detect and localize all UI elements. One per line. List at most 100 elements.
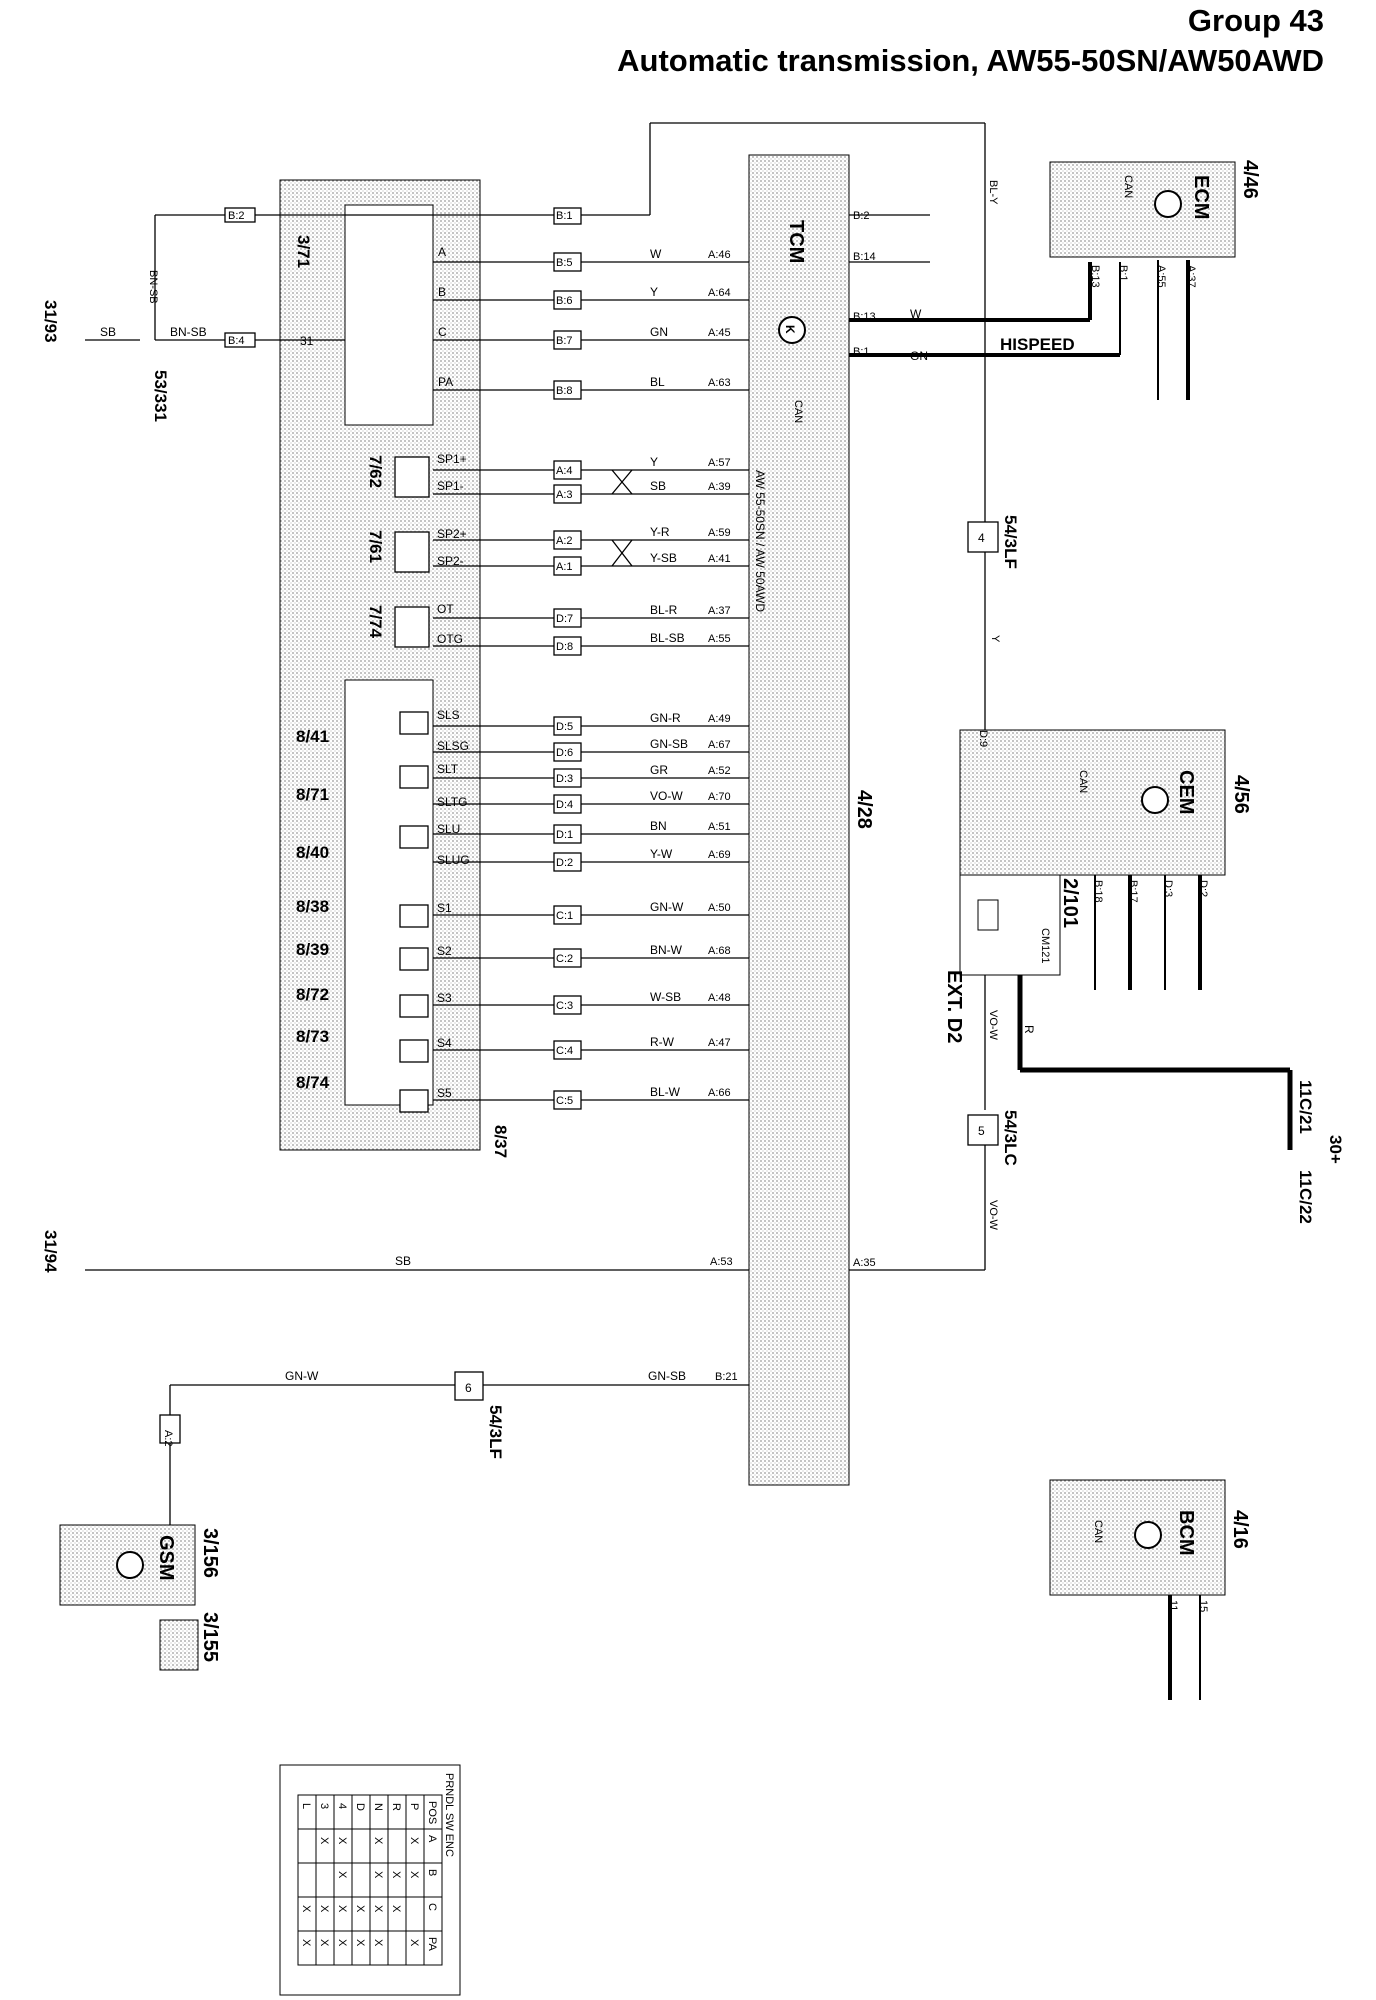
- table-cell: [315, 1862, 335, 1898]
- solenoid-pin: SLSG: [437, 739, 469, 753]
- tcm-k-icon: [778, 316, 806, 344]
- table-cell-value: 3: [318, 1803, 330, 1809]
- solenoid-8/73: [399, 1039, 429, 1063]
- table-cell: [315, 1828, 335, 1864]
- tcm-pin-label: A:47: [708, 1037, 731, 1049]
- tcm-top-pin: B:13: [853, 311, 876, 323]
- ecm-pin: B:13: [1089, 265, 1101, 288]
- tcm-pin-label: A:59: [708, 527, 731, 539]
- connector-label: D:3: [556, 773, 573, 785]
- gsm-name: GSM: [155, 1535, 177, 1581]
- sensor-pin: SP2+: [437, 527, 467, 541]
- prndl-table: PRNDL SW ENCPOSABCPAPXXXRXXNXXXXDXX4XXXX…: [279, 1764, 461, 1996]
- solenoid-pin: SLS: [437, 708, 460, 722]
- cem-pin: B:17: [1127, 880, 1139, 903]
- solenoid-pin: S4: [437, 1036, 452, 1050]
- wire-color-label: W: [650, 247, 662, 261]
- table-cell: [387, 1896, 407, 1932]
- sensor-7/74: [394, 606, 430, 648]
- bcm-ref: 4/16: [1229, 1510, 1251, 1549]
- solenoid-8/39: [399, 947, 429, 971]
- wire-color-label: BL-W: [650, 1085, 681, 1099]
- connector-label: D:2: [556, 857, 573, 869]
- tcm-pin-label: A:68: [708, 945, 731, 957]
- ground-b1: B:1: [556, 210, 573, 222]
- solenoid-pin: SLUG: [437, 853, 470, 867]
- wire-color-label: BL-R: [650, 603, 678, 617]
- wire-sb: SB: [395, 1254, 411, 1268]
- ext-d2-label: EXT. D2: [943, 970, 965, 1043]
- ground-b2: B:2: [228, 210, 245, 222]
- cem-pin: D:3: [1162, 880, 1174, 897]
- table-cell: [387, 1862, 407, 1898]
- table-cell: [387, 1828, 407, 1864]
- switch-pin-31: 31: [300, 334, 314, 348]
- solenoid-pin: S2: [437, 944, 452, 958]
- connector-D:8: [553, 636, 582, 656]
- ground-ref1: 31/93: [41, 300, 60, 343]
- solenoid-ref: 8/39: [296, 940, 329, 959]
- table-cell-value: X: [390, 1871, 402, 1879]
- tcm-ref: 4/28: [853, 790, 875, 829]
- table-cell: [351, 1896, 371, 1932]
- bcm-name: BCM: [1175, 1510, 1197, 1556]
- connector-B:6: [553, 290, 582, 310]
- table-header: B: [426, 1869, 438, 1876]
- wire-y: Y: [989, 635, 1001, 643]
- ecm-pin: B:1: [1117, 265, 1129, 282]
- connector-label: A:1: [556, 561, 573, 573]
- connector-D:3: [553, 768, 582, 788]
- connector-label: D:6: [556, 747, 573, 759]
- cem-bus: CAN: [1077, 770, 1089, 793]
- connector-B:7: [553, 330, 582, 350]
- connector-a2: [159, 1414, 181, 1444]
- wire-vo-w: VO-W: [987, 1200, 999, 1231]
- connector-ref: 54/3LC: [1001, 1110, 1020, 1166]
- connector-label: D:1: [556, 829, 573, 841]
- wire-color-label: GR: [650, 763, 668, 777]
- solenoid-pin: S5: [437, 1086, 452, 1100]
- table-cell-value: X: [372, 1871, 384, 1879]
- table-header: A: [426, 1835, 438, 1843]
- solenoid-pin: SLT: [437, 762, 459, 776]
- solenoid-ref: 8/40: [296, 843, 329, 862]
- cem-ref: 4/56: [1230, 775, 1252, 814]
- sensor-ref: 7/74: [366, 605, 385, 639]
- connector-pin: 4: [978, 531, 985, 545]
- wire: [611, 469, 633, 495]
- solenoid-ref: 8/72: [296, 985, 329, 1004]
- wire-color-label: Y: [650, 285, 658, 299]
- gsm-lamp: [159, 1619, 199, 1671]
- table-cell-value: 4: [336, 1803, 348, 1809]
- connector-A:1: [553, 556, 582, 576]
- tcm-pin-label: A:49: [708, 713, 731, 725]
- table-cell: [369, 1862, 389, 1898]
- connector-label: A:3: [556, 489, 573, 501]
- tcm-name: TCM: [785, 220, 807, 263]
- ecm-bus: CAN: [1122, 175, 1134, 198]
- table-cell-value: X: [408, 1837, 420, 1845]
- connector-A:3: [553, 484, 582, 504]
- table-cell: [369, 1794, 389, 1830]
- connector-A:2: [553, 530, 582, 550]
- table-cell: [351, 1794, 371, 1830]
- solenoid-pin: S3: [437, 991, 452, 1005]
- wire-gn-sb: GN-SB: [648, 1369, 686, 1383]
- wire-w: W: [910, 307, 922, 321]
- connector-label: A:2: [556, 535, 573, 547]
- cem-pin-d9: D:9: [977, 730, 989, 747]
- connector-C:3: [553, 995, 582, 1015]
- table-cell: [387, 1794, 407, 1830]
- solenoid-ref: 8/41: [296, 727, 329, 746]
- solenoid-8/72: [399, 994, 429, 1018]
- table-cell: [405, 1828, 425, 1864]
- tcm-pin-label: A:51: [708, 821, 731, 833]
- connector-54-3lf-4: [967, 521, 999, 553]
- table-cell-value: X: [408, 1939, 420, 1947]
- table-cell: [351, 1828, 371, 1864]
- connector-D:5: [553, 716, 582, 736]
- bcm-pin: 15: [1197, 1600, 1209, 1612]
- solenoid-ref: 8/74: [296, 1073, 330, 1092]
